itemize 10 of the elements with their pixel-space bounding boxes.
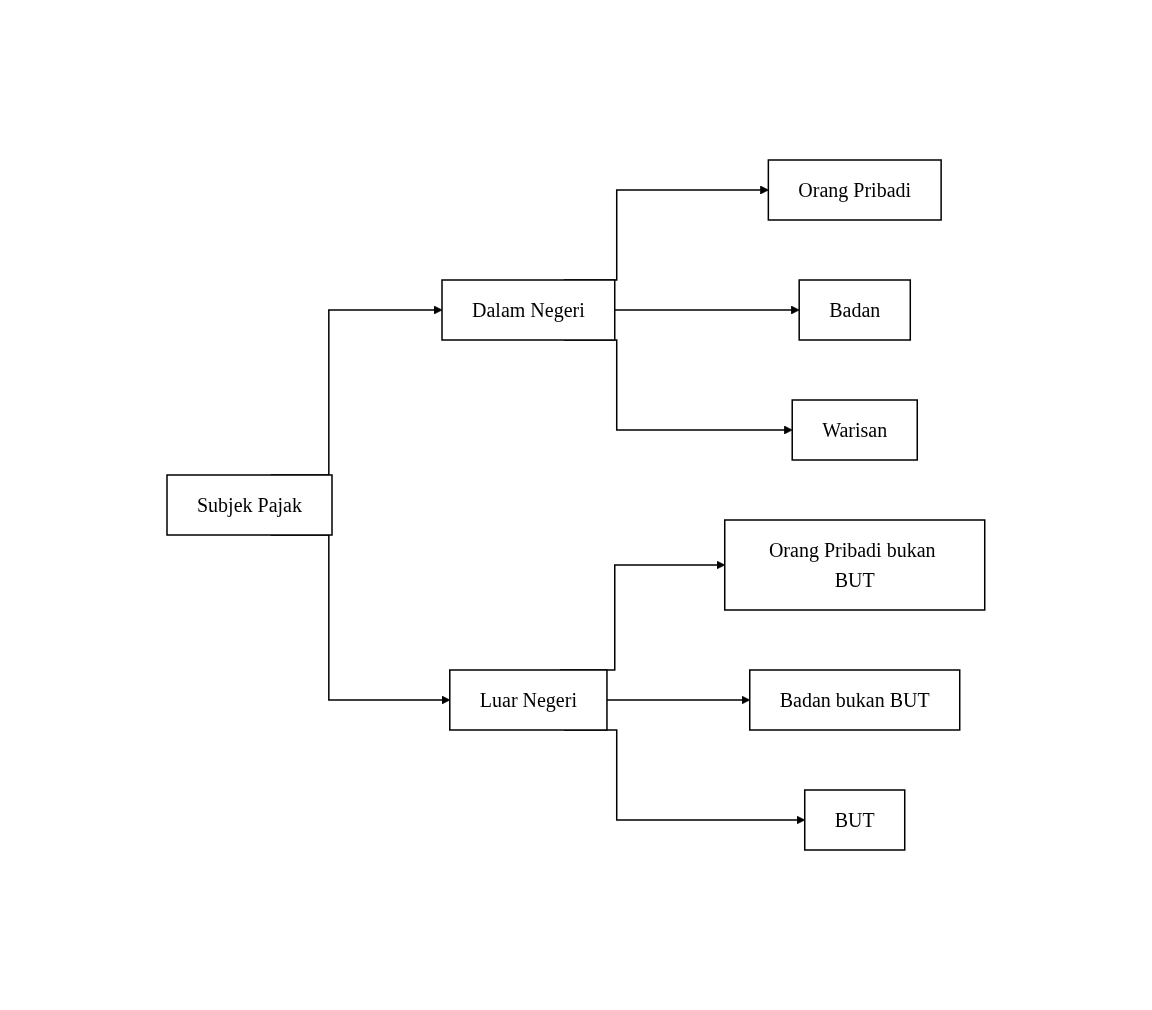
node-box: Orang Pribadi (767, 159, 942, 221)
node-box: Luar Negeri (449, 669, 608, 731)
node-box: Dalam Negeri (441, 279, 616, 341)
node-box: Subjek Pajak (166, 474, 333, 536)
node-box: BUT (804, 789, 906, 851)
node-box: Badan (798, 279, 912, 341)
node-box: Badan bukan BUT (749, 669, 961, 731)
arrow (614, 305, 800, 315)
node-box: Orang Pribadi bukan BUT (724, 519, 986, 611)
node-box: Warisan (791, 399, 919, 461)
